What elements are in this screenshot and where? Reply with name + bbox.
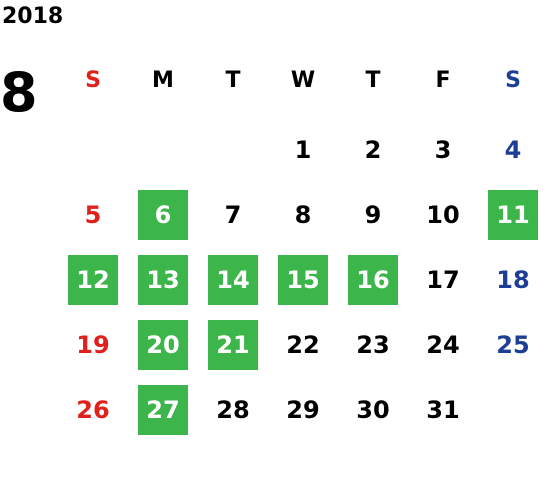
weekday-header: T xyxy=(365,67,381,93)
calendar-day-highlighted: 20 xyxy=(138,320,188,370)
calendar-day: 2 xyxy=(364,136,382,164)
calendar-day: 7 xyxy=(224,201,242,229)
calendar-day: 9 xyxy=(364,201,382,229)
calendar-day: 19 xyxy=(76,331,110,359)
calendar-day: 25 xyxy=(496,331,530,359)
weekday-header: T xyxy=(225,67,241,93)
calendar-day: 1 xyxy=(294,136,312,164)
calendar-day-highlighted: 27 xyxy=(138,385,188,435)
calendar-day-highlighted: 15 xyxy=(278,255,328,305)
calendar-day: 4 xyxy=(504,136,522,164)
weekday-header: F xyxy=(435,67,451,93)
calendar-day: 5 xyxy=(84,201,102,229)
calendar-day-highlighted: 12 xyxy=(68,255,118,305)
calendar-day-highlighted: 11 xyxy=(488,190,538,240)
calendar-day-highlighted: 16 xyxy=(348,255,398,305)
calendar-day: 17 xyxy=(426,266,460,294)
calendar-day: 24 xyxy=(426,331,460,359)
calendar-year: 2018 xyxy=(2,4,64,29)
weekday-header: W xyxy=(290,67,316,93)
weekday-header: M xyxy=(152,67,174,93)
weekday-header: S xyxy=(85,67,101,93)
calendar-day: 22 xyxy=(286,331,320,359)
calendar-month: 8 xyxy=(0,61,38,124)
calendar-day-highlighted: 13 xyxy=(138,255,188,305)
calendar-day: 31 xyxy=(426,396,460,424)
calendar-day: 8 xyxy=(294,201,312,229)
calendar-day: 3 xyxy=(434,136,452,164)
calendar-day-highlighted: 6 xyxy=(138,190,188,240)
weekday-header: S xyxy=(505,67,521,93)
calendar-day: 28 xyxy=(216,396,250,424)
calendar-day: 29 xyxy=(286,396,320,424)
calendar-day: 23 xyxy=(356,331,390,359)
calendar-day: 10 xyxy=(426,201,460,229)
calendar-day-highlighted: 21 xyxy=(208,320,258,370)
calendar-day-highlighted: 14 xyxy=(208,255,258,305)
calendar-day: 26 xyxy=(76,396,110,424)
calendar-day: 30 xyxy=(356,396,390,424)
calendar-day: 18 xyxy=(496,266,530,294)
